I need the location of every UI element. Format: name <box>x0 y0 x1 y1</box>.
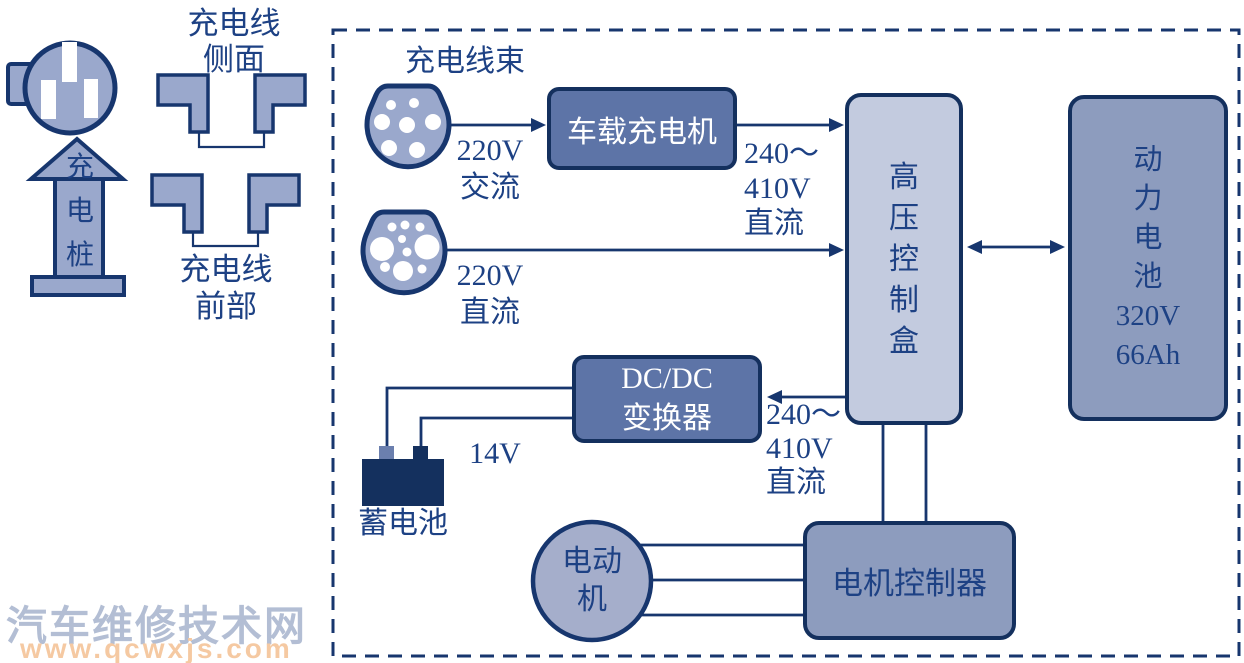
dc-charge-socket-icon <box>360 209 448 296</box>
aux-battery-label: 蓄电池 <box>358 507 448 540</box>
hv-dc-bottom-label: 240～ 410V 直流 <box>766 398 841 499</box>
motor-label: 电动 机 <box>562 545 622 616</box>
three-pin-plug-icon <box>6 40 118 136</box>
cable-side-view-icon <box>156 73 307 149</box>
hv-dc-top-label: 240～ 410V 直流 <box>744 137 819 240</box>
motor-controller-box: 电机控制器 <box>803 521 1016 640</box>
arrowheads <box>531 118 1065 404</box>
cable-front-label: 充电线 前部 <box>179 252 273 324</box>
power-battery-box: 动 力 电 池 320V 66Ah <box>1068 95 1228 421</box>
motor-circle-icon <box>530 519 654 643</box>
charging-pile-label: 充 电 桩 <box>65 152 94 271</box>
aux-voltage-label: 14V <box>469 437 521 470</box>
system-boundary-dashed-border <box>331 28 1241 658</box>
ac-charge-socket-icon <box>364 83 452 170</box>
dc-input-label: 220V 直流 <box>456 259 524 329</box>
onboard-charger-box: 车载充电机 <box>547 87 737 170</box>
cable-front-view-icon <box>150 173 301 248</box>
harness-label: 充电线束 <box>405 45 525 78</box>
dcdc-converter-box: DC/DC 变换器 <box>572 355 762 443</box>
ac-input-label: 220V 交流 <box>456 134 524 204</box>
cable-side-label: 充电线 侧面 <box>187 6 281 77</box>
watermark-site-name: 汽车维修技术网 <box>6 603 307 649</box>
battery-icon <box>362 446 444 506</box>
hv-control-box: 高 压 控 制 盒 <box>845 93 963 425</box>
watermark-site-url: www.qcwxjs.com <box>20 633 293 663</box>
up-arrow-icon <box>25 136 129 297</box>
